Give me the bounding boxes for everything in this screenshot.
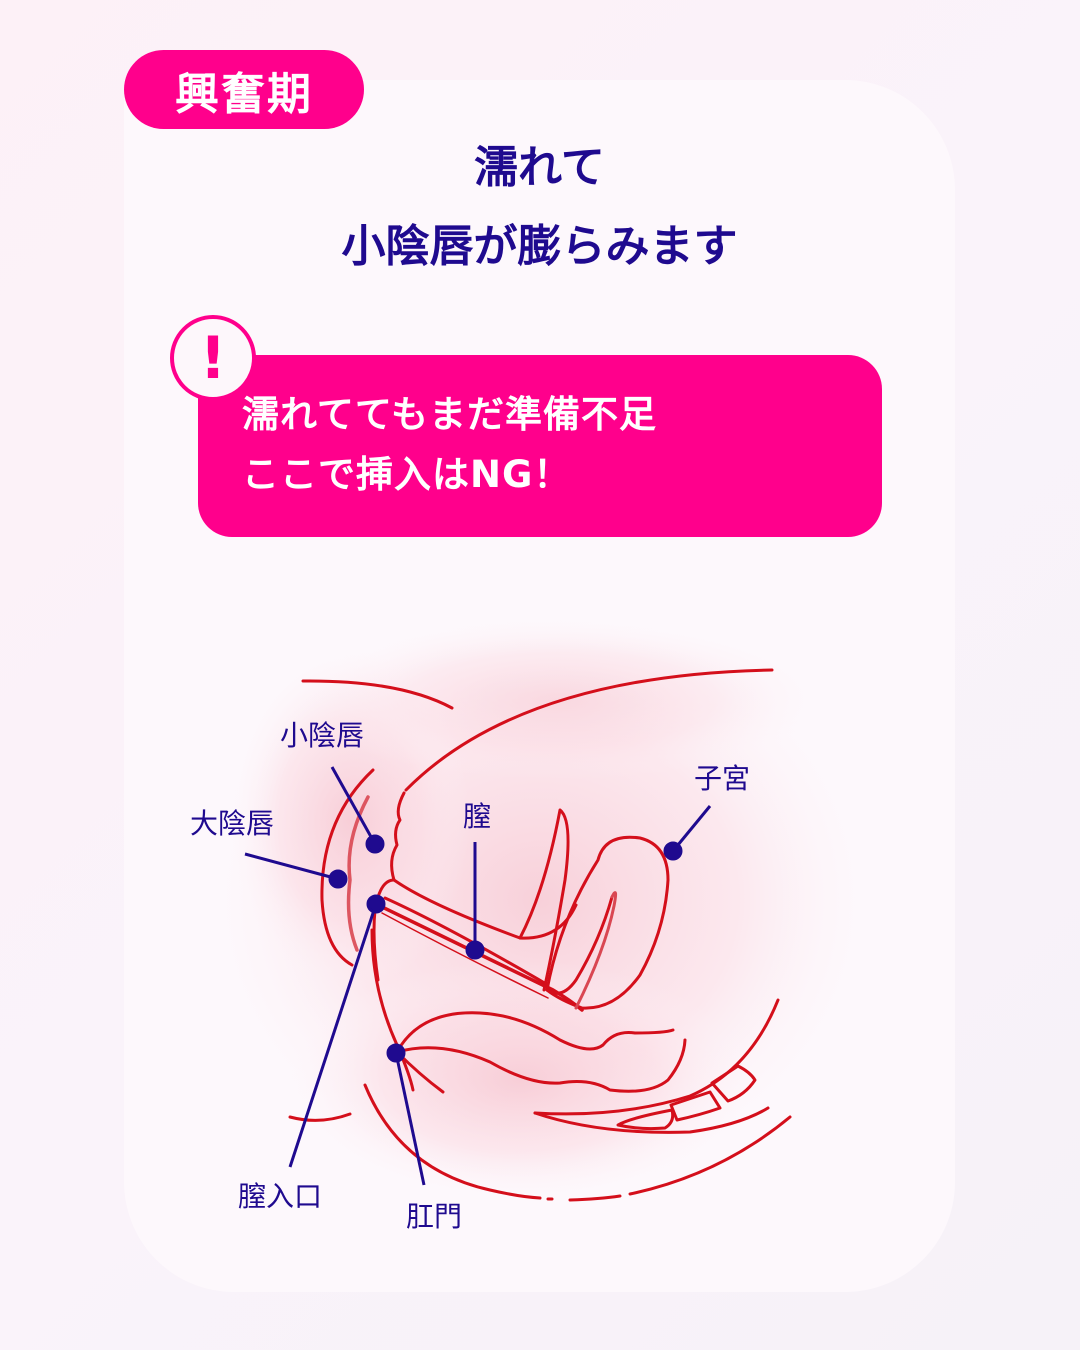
- label-vaginal-opening: 膣入口: [238, 1180, 323, 1213]
- exclamation-icon: !: [170, 315, 256, 401]
- headline-line-2: 小陰唇が膨らみます: [341, 221, 738, 272]
- phase-badge: 興奮期: [124, 50, 364, 129]
- alert-text-line-2: ここで挿入はNG！: [242, 453, 572, 496]
- headline-line-1: 濡れて: [474, 142, 605, 193]
- label-labia-majora: 大陰唇: [190, 807, 275, 840]
- phase-badge-label: 興奮期: [175, 68, 313, 120]
- alert-box: [198, 355, 882, 537]
- label-uterus: 子宮: [694, 762, 751, 795]
- label-vagina: 膣: [463, 800, 492, 833]
- alert-text-line-1: 濡れててもまだ準備不足: [242, 393, 658, 436]
- label-labia-minora: 小陰唇: [280, 719, 365, 752]
- exclamation-glyph: !: [199, 324, 227, 392]
- label-anus: 肛門: [406, 1200, 463, 1233]
